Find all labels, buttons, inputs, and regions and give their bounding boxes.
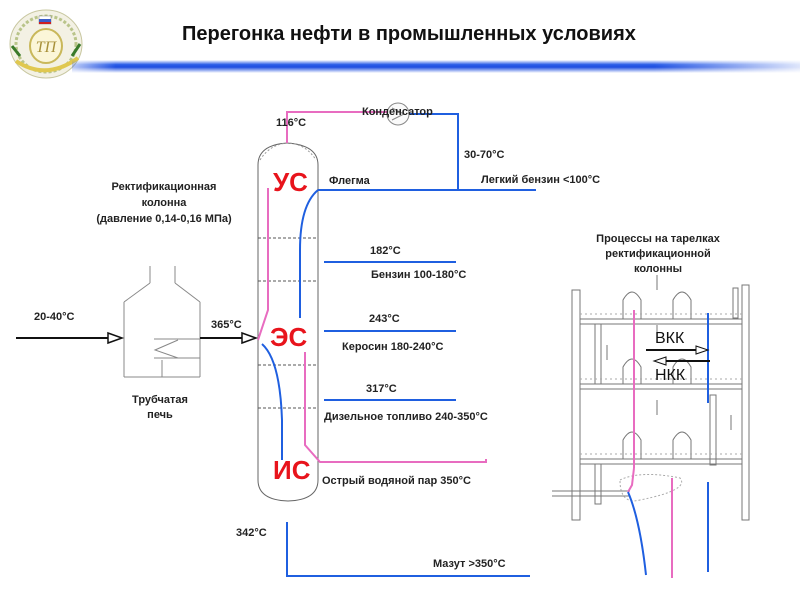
bottom-temp: 342°C	[236, 527, 267, 539]
fraction-diesel-temp: 317°C	[366, 383, 397, 395]
column-label-line1: Ректификационная	[111, 181, 217, 193]
svg-text:ТП: ТП	[36, 39, 58, 56]
zone-lower: ИС	[273, 455, 311, 485]
column-label: Ректификационная колонна (давление 0,14-…	[84, 179, 244, 227]
furnace-label-line1: Трубчатая	[132, 394, 188, 406]
zone-middle: ЭС	[270, 322, 308, 352]
fraction-mazut: Мазут >350°C	[433, 558, 506, 570]
furnace-outlet-temp: 365°C	[211, 319, 242, 331]
column-label-line3: (давление 0,14-0,16 МПа)	[96, 213, 232, 225]
arrow-right-label: ВКК	[655, 330, 685, 347]
distillation-column	[257, 142, 319, 502]
header-accent-bar	[72, 60, 800, 73]
condenser-label: Конденсатор	[362, 106, 433, 118]
vapor-lines	[257, 111, 487, 463]
fraction-gasoline: Бензин 100-180°C	[371, 269, 467, 281]
zone-upper: УС	[273, 167, 308, 197]
furnace-inlet-temp: 20-40°C	[34, 311, 75, 323]
tray-arrows	[646, 345, 710, 366]
tray-process-diagram	[552, 275, 750, 521]
feed-arrow-icons	[107, 331, 259, 345]
fraction-kerosene-temp: 243°C	[369, 313, 400, 325]
steam-label: Острый водяной пар 350°C	[322, 475, 471, 487]
logo: ТП	[6, 6, 86, 82]
reflux-label: Флегма	[329, 175, 370, 187]
furnace-label: Трубчатая печь	[120, 393, 200, 423]
tray-flow-lines	[627, 310, 709, 578]
column-label-line2: колонна	[141, 197, 187, 209]
fraction-kerosene: Керосин 180-240°C	[342, 341, 444, 353]
tray-title-line2: ректификационной	[605, 248, 711, 260]
tube-furnace-icon	[123, 266, 201, 378]
arrow-left-label: НКК	[655, 367, 686, 384]
fraction-diesel: Дизельное топливо 240-350°C	[324, 411, 488, 423]
fraction-light-gasoline: Легкий бензин <100°C	[481, 174, 601, 186]
fraction-gasoline-temp: 182°C	[370, 245, 401, 257]
tray-title-line1: Процессы на тарелках	[596, 233, 720, 245]
furnace-label-line2: печь	[147, 409, 173, 421]
page-title: Перегонка нефти в промышленных условиях	[182, 23, 636, 45]
condenser-icon	[386, 102, 410, 126]
condenser-temp: 30-70°C	[464, 149, 505, 161]
university-emblem-icon: ТП	[9, 9, 83, 79]
top-temp: 116°C	[276, 117, 307, 129]
tray-diagram-title: Процессы на тарелках ректификационной ко…	[578, 232, 738, 277]
tray-title-line3: колонны	[633, 263, 683, 275]
liquid-lines	[261, 113, 536, 577]
